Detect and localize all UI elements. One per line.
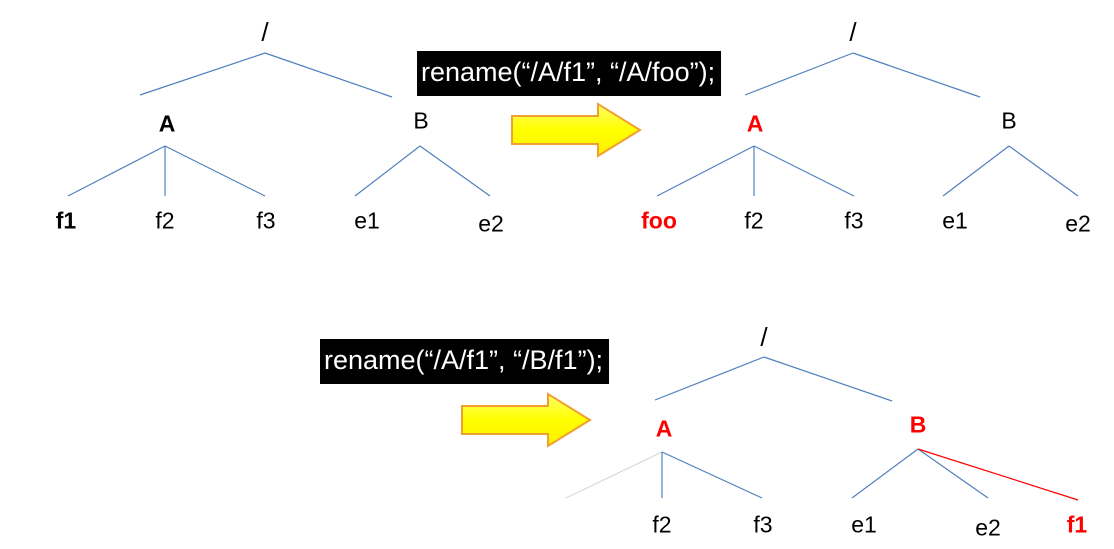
edge-b-e1 (851, 448, 919, 499)
node-dir-b: B (909, 411, 927, 438)
node-dir-b: B (413, 107, 429, 134)
edge-b-e1 (942, 145, 1010, 197)
node-file-e2: e2 (478, 210, 504, 237)
node-dir-a: A (655, 415, 673, 442)
edge-b-f1-new (917, 448, 1079, 501)
edge-b-e1 (354, 145, 421, 197)
edge-a-foo (656, 145, 755, 197)
edge-b-e2 (1008, 145, 1079, 197)
node-file-e2: e2 (975, 514, 1001, 541)
node-file-e1: e1 (354, 207, 380, 234)
node-file-f2: f2 (155, 207, 175, 234)
node-file-f1: f1 (55, 207, 77, 234)
node-dir-b: B (1001, 107, 1017, 134)
tree-before-edges (67, 52, 491, 197)
node-file-f3: f3 (844, 207, 864, 234)
node-root: / (760, 322, 768, 352)
node-file-e2: e2 (1065, 210, 1091, 237)
arrow-right-icon (511, 102, 642, 158)
node-file-foo: foo (641, 207, 677, 234)
tree-after-within-edges (656, 52, 1079, 197)
rename-across-command: rename(“/A/f1”, “/B/f1”); (320, 339, 610, 384)
edge-a-f1-removed (565, 451, 663, 499)
node-file-f3: f3 (256, 207, 276, 234)
node-dir-a: A (158, 110, 176, 137)
node-root: / (261, 17, 269, 47)
node-file-f2: f2 (652, 511, 672, 538)
node-dir-a: A (746, 110, 764, 137)
node-file-e1: e1 (851, 511, 877, 538)
edge-a-f1 (67, 145, 166, 197)
edge-root-a (139, 52, 266, 96)
edge-root-b (264, 52, 393, 98)
rename-within-command: rename(“/A/f1”, “/A/foo”); (417, 51, 722, 96)
edge-root-a (744, 52, 854, 96)
edge-b-e2 (419, 145, 491, 197)
edge-b-e2 (917, 448, 989, 499)
edge-a-f3 (661, 451, 763, 499)
edge-a-f3 (164, 145, 266, 197)
node-file-e1: e1 (942, 207, 968, 234)
edge-root-b (763, 356, 893, 402)
arrow-right-icon (461, 392, 592, 448)
node-file-f3: f3 (753, 511, 773, 538)
tree-after-across-edges (565, 356, 1079, 501)
node-file-f2: f2 (744, 207, 764, 234)
edge-a-f3 (753, 145, 855, 197)
node-file-f1: f1 (1066, 511, 1088, 538)
edge-root-a (654, 356, 765, 401)
edge-root-b (852, 52, 981, 98)
node-root: / (849, 17, 857, 47)
